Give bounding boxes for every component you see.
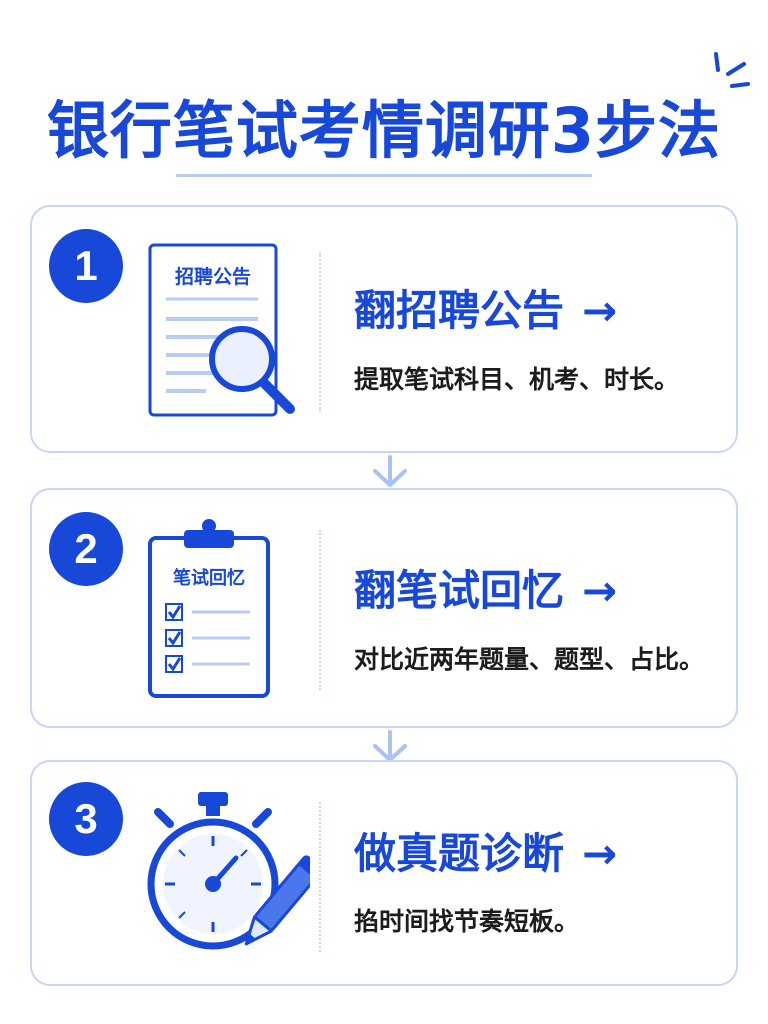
document-magnifier-icon: 招聘公告	[148, 243, 295, 417]
sparkle-icon	[714, 52, 750, 88]
step-number-badge: 3	[49, 782, 123, 856]
stopwatch-pencil-icon	[147, 792, 310, 950]
clipboard-checklist-icon: 笔试回忆	[148, 519, 270, 698]
illustration-label: 招聘公告	[175, 265, 251, 288]
arrow-right-icon: →	[582, 286, 618, 335]
step-heading: 翻笔试回忆 →	[354, 557, 617, 618]
step-card-2: 2 笔试回忆 翻笔试回忆 → 对比近两年题量、题型、占比。	[30, 488, 738, 728]
step-card-1: 1 招聘公告 翻招聘公告 → 提取笔试科目、机考、时长。	[30, 205, 738, 453]
step-heading-text: 做真题诊断	[354, 829, 565, 878]
illustration-label: 笔试回忆	[173, 567, 245, 589]
step-description: 提取笔试科目、机考、时长。	[354, 365, 680, 394]
vertical-divider	[319, 530, 321, 690]
chevron-down-icon	[373, 730, 407, 762]
page-title: 银行笔试考情调研3步法	[46, 94, 722, 167]
arrow-right-icon: →	[582, 566, 618, 615]
step-heading-text: 翻笔试回忆	[354, 566, 565, 615]
chevron-down-icon	[373, 455, 407, 487]
step-number-badge: 2	[49, 512, 123, 586]
step-description: 对比近两年题量、题型、占比。	[354, 645, 705, 674]
step-number-badge: 1	[49, 229, 123, 303]
vertical-divider	[319, 802, 321, 952]
title-underline	[176, 174, 592, 177]
step-heading-text: 翻招聘公告	[354, 286, 565, 335]
step-heading: 翻招聘公告 →	[354, 277, 617, 338]
step-card-3: 3 做真题诊断 →	[30, 760, 738, 986]
vertical-divider	[319, 252, 321, 412]
arrow-right-icon: →	[582, 829, 618, 878]
step-heading: 做真题诊断 →	[354, 820, 617, 881]
step-description: 掐时间找节奏短板。	[354, 907, 580, 936]
